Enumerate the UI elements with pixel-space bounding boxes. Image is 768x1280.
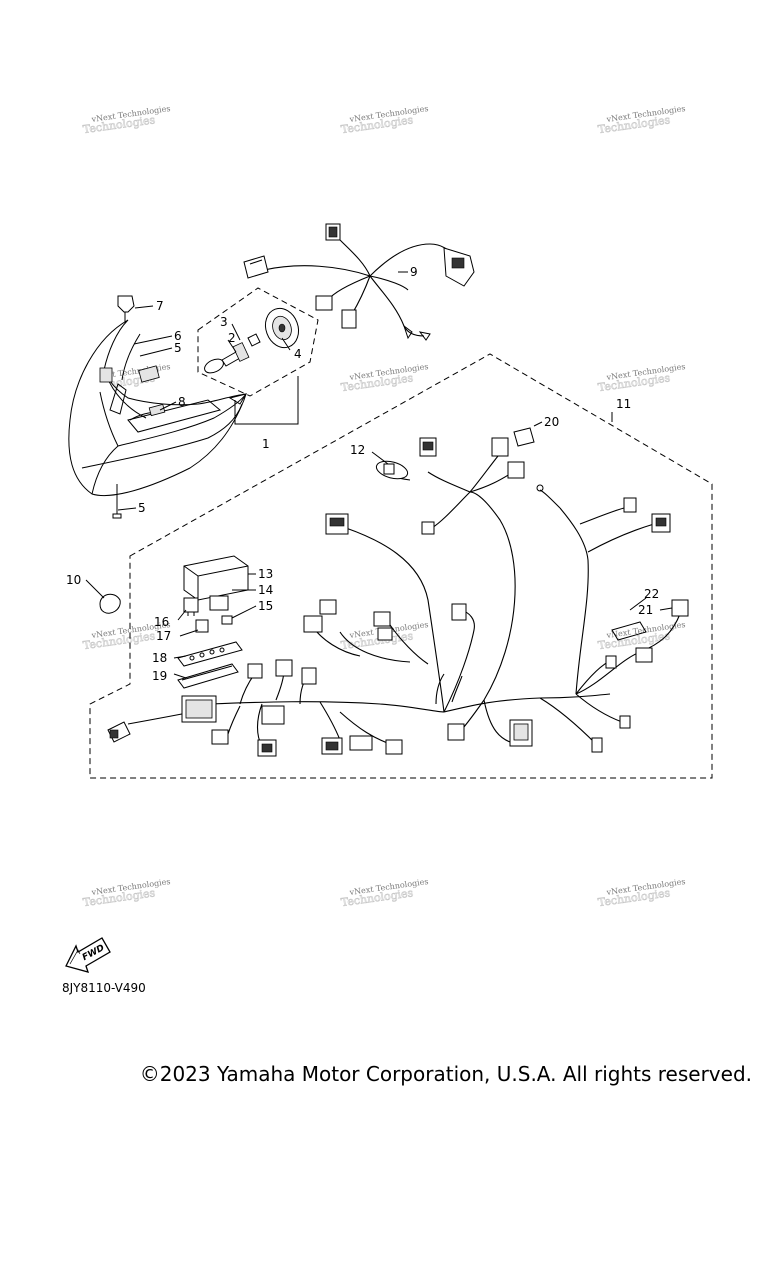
sub-harness-9 xyxy=(243,223,475,341)
callout-3: 3 xyxy=(220,315,228,329)
part-code: 8JY8110-V490 xyxy=(62,981,146,995)
watermark-11: Technologies vNext Technologies xyxy=(340,877,429,910)
watermark-1: Technologies vNext Technologies xyxy=(82,104,171,137)
copyright-notice: ©2023 Yamaha Motor Corporation, U.S.A. A… xyxy=(0,1062,768,1086)
callout-14: 14 xyxy=(258,583,273,597)
electrical-parts xyxy=(99,555,249,689)
callout-4: 4 xyxy=(294,347,302,361)
leader-lines xyxy=(85,271,673,679)
callout-1: 1 xyxy=(262,437,270,451)
watermark-6: Technologies vNext Technologies xyxy=(597,362,686,395)
watermark-10: Technologies vNext Technologies xyxy=(82,877,171,910)
callout-12: 12 xyxy=(350,443,365,457)
copyright-text: ©2023 Yamaha Motor Corporation, U.S.A. A… xyxy=(139,1062,752,1086)
callout-7: 7 xyxy=(156,299,164,313)
callout-13: 13 xyxy=(258,567,273,581)
callout-17: 17 xyxy=(156,629,171,643)
watermark-5: Technologies vNext Technologies xyxy=(340,362,429,395)
callout-2: 2 xyxy=(228,331,236,345)
callout-5-top: 5 xyxy=(174,341,182,355)
watermark-2: Technologies vNext Technologies xyxy=(340,104,429,137)
callout-18: 18 xyxy=(152,651,167,665)
callout-9: 9 xyxy=(410,265,418,279)
watermarks: Technologies vNext Technologies Technolo… xyxy=(82,104,686,910)
callout-22: 22 xyxy=(644,587,659,601)
callout-15: 15 xyxy=(258,599,273,613)
callout-10: 10 xyxy=(66,573,81,587)
main-harness-11 xyxy=(89,353,713,779)
callout-21: 21 xyxy=(638,603,653,617)
callout-11: 11 xyxy=(616,397,631,411)
callout-16: 16 xyxy=(154,615,169,629)
callout-19: 19 xyxy=(152,669,167,683)
watermark-12: Technologies vNext Technologies xyxy=(597,877,686,910)
callout-8: 8 xyxy=(178,395,186,409)
watermark-3: Technologies vNext Technologies xyxy=(597,104,686,137)
callouts: 1 2 3 4 5 5 6 7 8 9 10 11 12 13 14 15 16… xyxy=(66,265,659,683)
headlight-assembly xyxy=(68,287,319,519)
callout-5-bottom: 5 xyxy=(138,501,146,515)
callout-6: 6 xyxy=(174,329,182,343)
fwd-arrow-badge: FWD xyxy=(65,937,111,973)
callout-20: 20 xyxy=(544,415,559,429)
connector-group xyxy=(107,427,689,757)
